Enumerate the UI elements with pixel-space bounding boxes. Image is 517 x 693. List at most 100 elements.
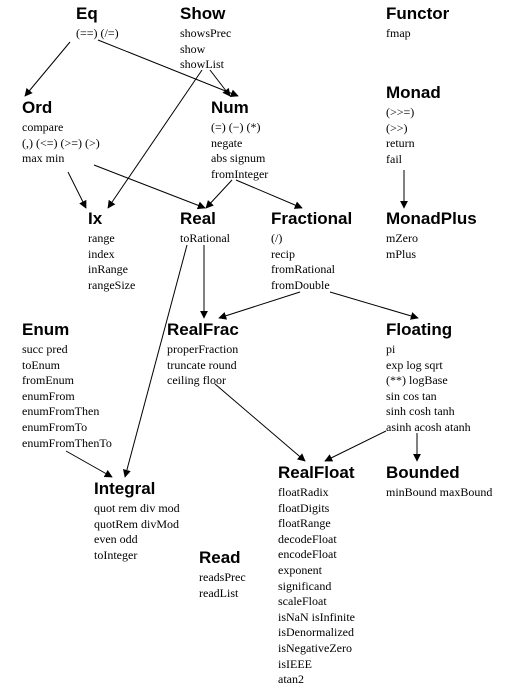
method-list: compare (,) (<=) (>=) (>) max min	[22, 120, 100, 167]
method-list: readsPrec readList	[199, 570, 246, 601]
method: mPlus	[386, 246, 417, 261]
arrow-show-to-num	[209, 69, 231, 97]
class-eq: Eq (==) (/=)	[76, 4, 119, 42]
class-name: Floating	[386, 320, 453, 339]
method: floatRange	[278, 516, 331, 531]
method-list: pi exp log sqrt (**) logBase sin cos tan…	[386, 342, 471, 436]
method: abs signum	[211, 151, 266, 166]
class-name: MonadPlus	[386, 209, 477, 228]
class-name: RealFrac	[167, 320, 239, 339]
method: showList	[180, 57, 225, 72]
method: readsPrec	[199, 570, 246, 584]
arrow-show-to-ix	[107, 69, 203, 209]
method: sin cos tan	[386, 388, 437, 403]
class-name: Eq	[76, 4, 98, 23]
method: isNaN isInfinite	[278, 609, 355, 624]
class-name: Ord	[22, 98, 53, 117]
method-list: (>>=) (>>) return fail	[386, 105, 441, 167]
method-list: quot rem div mod quotRem divMod even odd…	[94, 501, 180, 563]
arrow-eq-to-ord	[24, 41, 71, 97]
method: sinh cosh tanh	[386, 404, 455, 419]
method: floatRadix	[278, 485, 329, 499]
method: isNegativeZero	[278, 640, 352, 655]
method: atan2	[278, 672, 304, 687]
class-floating: Floating pi exp log sqrt (**) logBase si…	[386, 320, 471, 436]
method: inRange	[88, 262, 128, 277]
method: succ pred	[22, 342, 68, 356]
method-list: mZero mPlus	[386, 231, 477, 262]
method: quot rem div mod	[94, 501, 180, 515]
method: significand	[278, 578, 332, 593]
method: (>>)	[386, 120, 408, 135]
arrow-eq-to-num	[97, 39, 239, 98]
method: asinh acosh atanh	[386, 419, 471, 434]
method: (>>=)	[386, 105, 415, 119]
method: range	[88, 231, 115, 245]
method: (=) (−) (*)	[211, 120, 261, 134]
method: negate	[211, 135, 243, 150]
class-name: Monad	[386, 83, 441, 102]
class-realfrac: RealFrac properFraction truncate round c…	[167, 320, 239, 389]
method: quotRem divMod	[94, 516, 180, 531]
method: (==) (/=)	[76, 26, 119, 40]
method: truncate round	[167, 357, 237, 372]
method-list: (=) (−) (*) negate abs signum fromIntege…	[211, 120, 268, 182]
class-read: Read readsPrec readList	[199, 548, 246, 601]
class-name: Show	[180, 4, 226, 23]
method-list: minBound maxBound	[386, 485, 492, 501]
method: enumFromTo	[22, 419, 88, 434]
class-name: Functor	[386, 4, 450, 23]
method: max min	[22, 151, 65, 166]
method: rangeSize	[88, 277, 136, 292]
method: isDenormalized	[278, 625, 354, 640]
class-real: Real toRational	[180, 209, 230, 247]
class-monadplus: MonadPlus mZero mPlus	[386, 209, 477, 262]
class-ix: Ix range index inRange rangeSize	[88, 209, 135, 293]
method: fromRational	[271, 262, 335, 277]
method: floatDigits	[278, 500, 330, 515]
method: toInteger	[94, 547, 138, 562]
method: minBound maxBound	[386, 485, 493, 499]
method: index	[88, 246, 115, 261]
class-num: Num (=) (−) (*) negate abs signum fromIn…	[211, 98, 268, 182]
method: enumFromThen	[22, 404, 100, 419]
method: show	[180, 41, 206, 56]
class-name: Enum	[22, 320, 70, 339]
method: showsPrec	[180, 26, 232, 40]
arrow-real-to-integral	[122, 244, 188, 478]
method: compare	[22, 120, 64, 134]
class-functor: Functor fmap	[386, 4, 449, 42]
arrow-num-to-fractional	[235, 179, 303, 209]
class-bounded: Bounded minBound maxBound	[386, 463, 492, 501]
method-list: range index inRange rangeSize	[88, 231, 135, 293]
method: isIEEE	[278, 656, 312, 671]
method-list: toRational	[180, 231, 230, 247]
class-name: RealFloat	[278, 463, 355, 482]
class-name: Num	[211, 98, 249, 117]
class-enum: Enum succ pred toEnum fromEnum enumFrom …	[22, 320, 112, 451]
method: (/)	[271, 231, 283, 245]
method-list: (==) (/=)	[76, 26, 119, 42]
method: recip	[271, 246, 295, 261]
method: fail	[386, 151, 402, 166]
method: pi	[386, 342, 396, 356]
class-name: Ix	[88, 209, 103, 228]
method: fromInteger	[211, 166, 269, 181]
arrow-realfrac-to-realfloat	[214, 383, 306, 462]
class-name: Real	[180, 209, 216, 228]
method: enumFrom	[22, 388, 75, 403]
method: readList	[199, 585, 239, 600]
method-list: fmap	[386, 26, 449, 42]
method: toRational	[180, 231, 230, 245]
method-list: properFraction truncate round ceiling fl…	[167, 342, 239, 389]
method: fromEnum	[22, 373, 74, 388]
arrow-ord-to-real	[93, 164, 206, 210]
method-list: floatRadix floatDigits floatRange decode…	[278, 485, 355, 688]
method-list: succ pred toEnum fromEnum enumFrom enumF…	[22, 342, 112, 451]
method: scaleFloat	[278, 594, 327, 609]
method: enumFromThenTo	[22, 435, 112, 450]
arrow-fractional-to-realfrac	[218, 291, 301, 320]
class-show: Show showsPrec show showList	[180, 4, 231, 73]
